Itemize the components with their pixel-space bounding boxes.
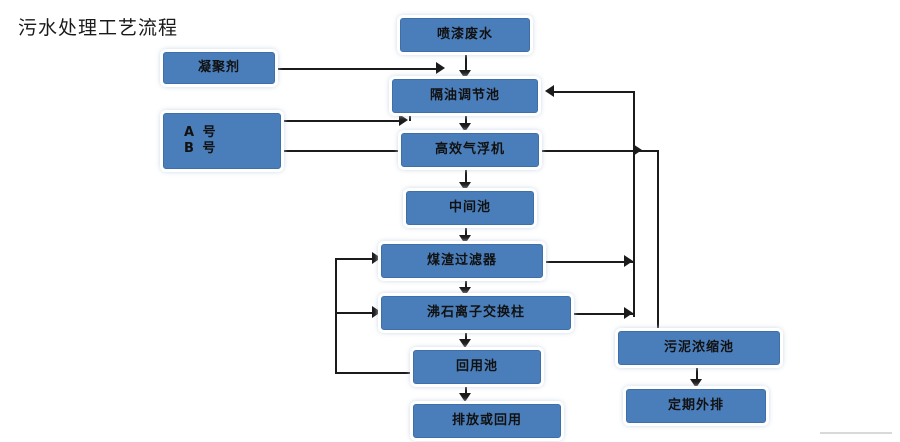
node-oil-separation-tank[interactable]: 隔油调节池 <box>392 79 538 113</box>
edge-reuse-to-discharge-arrow <box>459 393 471 402</box>
edge-recycle-bus <box>335 258 337 374</box>
node-label: 中间池 <box>448 199 491 215</box>
node-label: 污泥浓缩池 <box>663 339 734 355</box>
footer-rule <box>820 432 892 434</box>
edge-zeolite-to-reuse-line <box>465 330 467 341</box>
edge-flotation-to-intermediate-line <box>465 167 467 183</box>
edge-intermediate-to-cinder-arrow <box>459 235 471 244</box>
node-paint-wastewater[interactable]: 喷漆废水 <box>400 18 530 52</box>
edge-flotation-to-intermediate-arrow <box>459 182 471 191</box>
edge-paint-to-oiltank-line <box>465 52 467 71</box>
edge-flotation-to-sludge-line <box>539 150 659 152</box>
node-label: 凝聚剂 <box>197 59 240 75</box>
edge-cinder-to-bus-line <box>543 261 635 263</box>
edge-cinder-to-zeolite-line <box>465 278 467 289</box>
edge-sludge-bus <box>657 150 659 331</box>
node-label: 高效气浮机 <box>434 141 505 157</box>
edge-flotation-to-sludge-arrow <box>633 144 642 156</box>
edge-backwash-top-line <box>552 91 635 93</box>
edge-reuse-to-recyclebus-line <box>335 372 415 374</box>
edge-ab-to-flotation-line <box>281 150 407 152</box>
edge-sludge-to-periodic-arrow <box>690 379 702 388</box>
edge-cinder-to-zeolite-arrow <box>459 287 471 296</box>
edge-reuse-to-discharge-line <box>465 384 467 395</box>
edge-coagulant-line <box>277 68 437 70</box>
node-label: 喷漆废水 <box>436 26 493 42</box>
node-label: 定期外排 <box>667 397 724 413</box>
edge-backwash-top-arrow <box>545 85 554 97</box>
edge-ab-to-oiltank-line <box>281 120 401 122</box>
edge-recycle-to-cinder-line <box>335 258 383 260</box>
node-intermediate-tank[interactable]: 中间池 <box>406 191 534 225</box>
edge-cinder-to-bus-arrow <box>624 255 633 267</box>
node-discharge-or-reuse[interactable]: 排放或回用 <box>413 404 561 438</box>
node-coagulant[interactable]: 凝聚剂 <box>163 52 275 84</box>
node-label: 排放或回用 <box>451 412 522 428</box>
edge-sludge-to-periodic-line <box>696 365 698 380</box>
node-periodic-discharge[interactable]: 定期外排 <box>626 389 766 423</box>
node-label: 煤渣过滤器 <box>426 252 497 268</box>
node-reuse-tank[interactable]: 回用池 <box>413 350 541 384</box>
edge-ab-to-oiltank-riser <box>409 113 411 121</box>
node-label-line-1: A 号 <box>184 124 218 140</box>
edge-recycle-to-cinder-arrow <box>372 252 381 264</box>
node-sludge-thickening-tank[interactable]: 污泥浓缩池 <box>618 331 780 365</box>
node-cinder-filter[interactable]: 煤渣过滤器 <box>381 244 543 278</box>
edge-recycle-to-zeolite-line <box>335 312 383 314</box>
edge-zeolite-to-reuse-arrow <box>459 339 471 348</box>
edge-recycle-to-zeolite-arrow <box>372 306 381 318</box>
diagram-title: 污水处理工艺流程 <box>18 17 179 39</box>
edge-oiltank-to-flotation-arrow <box>459 123 471 132</box>
edge-zeolite-to-bus-arrow <box>624 307 633 319</box>
node-label: 沸石离子交换柱 <box>426 304 525 320</box>
edge-backwash-bus <box>633 91 635 317</box>
node-label-line-2: B 号 <box>184 141 218 156</box>
edge-paint-to-oiltank-arrow <box>459 70 471 79</box>
edge-ab-to-oiltank-arrow <box>399 114 408 126</box>
edge-coagulant-arrow <box>436 62 445 74</box>
edge-oiltank-to-flotation-line <box>465 113 467 124</box>
edge-intermediate-to-cinder-line <box>465 225 467 236</box>
node-ab-unit[interactable]: A 号 B 号 <box>163 113 281 169</box>
node-label: 隔油调节池 <box>429 87 500 103</box>
node-air-flotation-machine[interactable]: 高效气浮机 <box>401 133 539 167</box>
edge-zeolite-to-bus-line <box>571 313 635 315</box>
node-zeolite-ion-exchange-column[interactable]: 沸石离子交换柱 <box>381 296 571 330</box>
node-label: 回用池 <box>455 358 498 374</box>
